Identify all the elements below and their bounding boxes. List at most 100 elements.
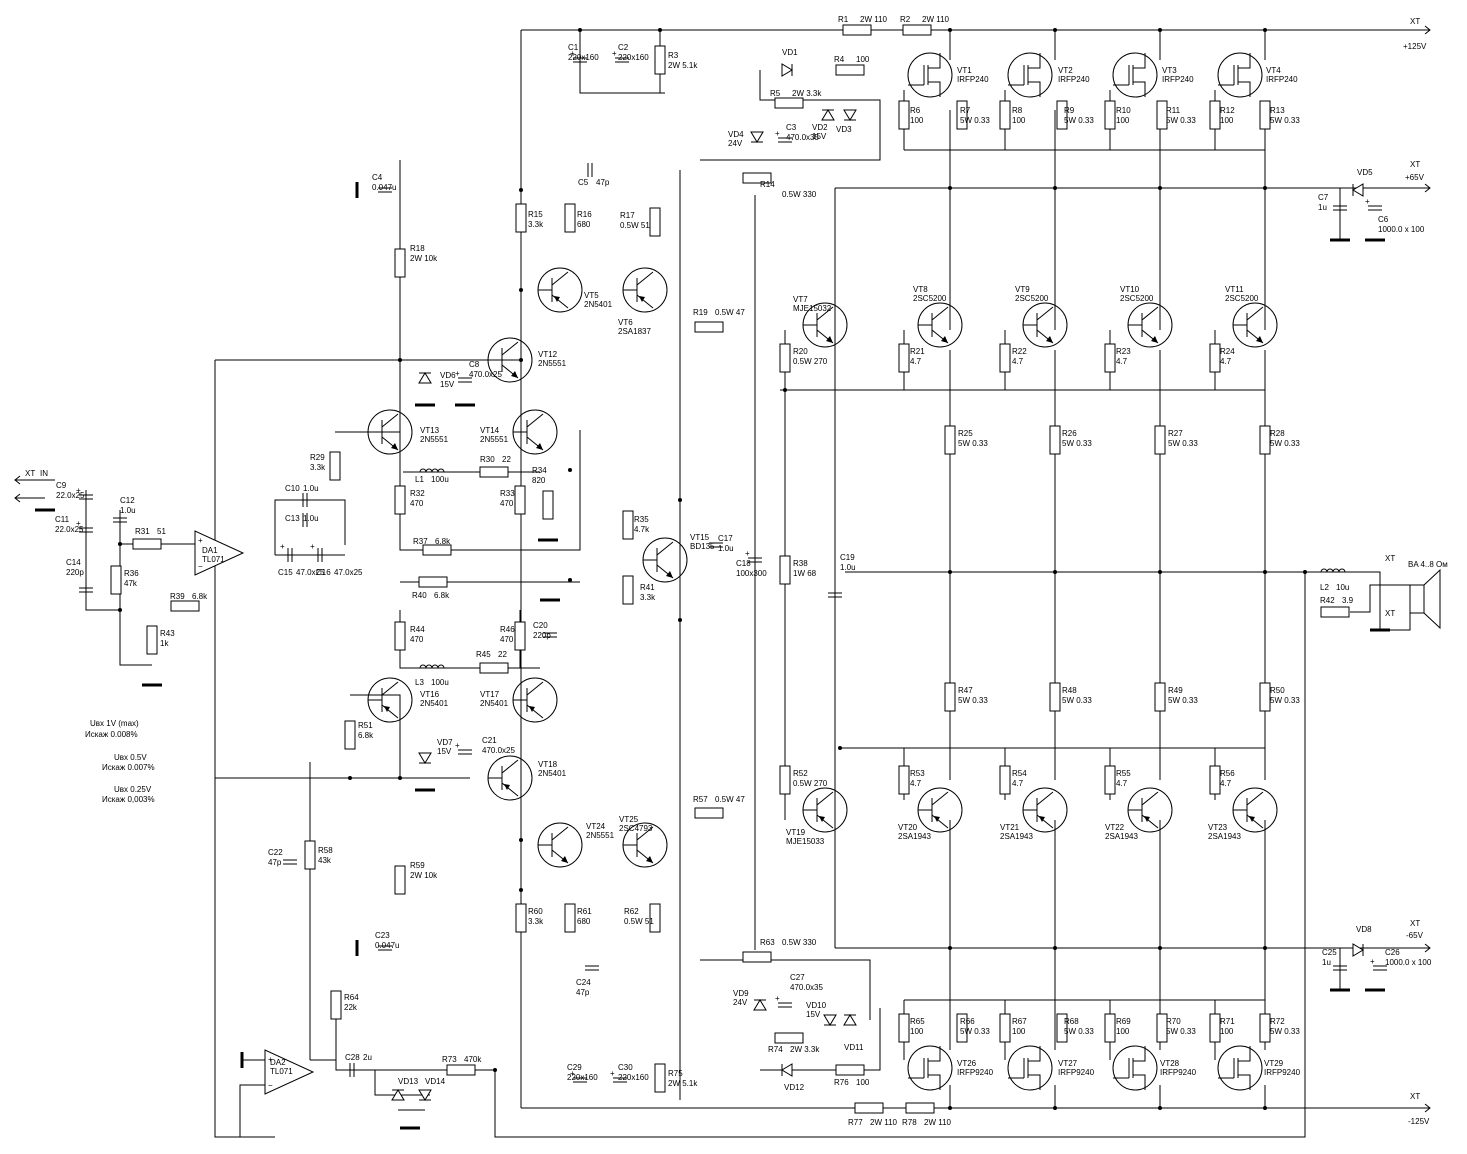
ref-label: C30 xyxy=(618,1063,633,1072)
diode-vd3 xyxy=(843,109,857,121)
svg-text:−: − xyxy=(268,1081,273,1090)
capacitor-c13 xyxy=(302,513,308,527)
opamp-da2: +− xyxy=(264,1049,315,1095)
value-label: 3.3k xyxy=(528,917,544,926)
ref-label: R63 xyxy=(760,938,775,947)
resistor-r68 xyxy=(1056,1013,1068,1043)
ref-label: R17 xyxy=(620,211,635,220)
diode-vd11 xyxy=(843,1014,857,1026)
rail-tag-m65: XT xyxy=(1410,919,1420,928)
components: +++++++−++++++++++− xyxy=(35,24,1441,1130)
resistor-r29 xyxy=(329,451,341,481)
wire xyxy=(214,360,275,1138)
capacitor-c17 xyxy=(709,542,723,548)
speaker-label: BA 4..8 Ом xyxy=(1408,560,1448,569)
junction-dot xyxy=(118,542,122,546)
value-label: 3.3k xyxy=(640,593,656,602)
ref-label: VT1 xyxy=(957,66,972,75)
value-label: 51 xyxy=(157,527,166,536)
wire xyxy=(399,430,581,551)
transistor-vt4 xyxy=(1217,52,1263,98)
ref-label: R64 xyxy=(344,993,359,1002)
rail-label-p125: +125V xyxy=(1403,42,1427,51)
ref-label: C13 xyxy=(285,514,300,523)
ref-label: R8 xyxy=(1012,106,1023,115)
ref-label: VT4 xyxy=(1266,66,1281,75)
transistor-vt24 xyxy=(537,822,583,868)
ref-label: R38 xyxy=(793,559,808,568)
value-label: 0.5W 47 xyxy=(715,308,745,317)
resistor-r9 xyxy=(1056,100,1068,130)
ref-label: VT15 xyxy=(690,533,710,542)
value-label: 6.8k xyxy=(435,537,451,546)
resistor-r56 xyxy=(1209,765,1221,795)
value-label: 100 xyxy=(1116,116,1130,125)
value-label: 2SC4793 xyxy=(619,824,653,833)
value-label: 2SA1943 xyxy=(898,832,931,841)
value-label: 470 xyxy=(500,499,514,508)
capacitor-c20 xyxy=(543,632,557,638)
ref-label: R39 xyxy=(170,592,185,601)
ref-label: R35 xyxy=(634,515,649,524)
ref-label: DA1 xyxy=(202,546,218,555)
svg-text:+: + xyxy=(198,536,203,545)
diode-vd5 xyxy=(1352,183,1364,197)
ref-label: C27 xyxy=(790,973,805,982)
value-label: 1000.0 x 100 xyxy=(1378,225,1425,234)
value-label: 2N5401 xyxy=(480,699,509,708)
resistor-r47 xyxy=(944,682,956,712)
value-label: 4.7 xyxy=(910,779,922,788)
capacitor-c22 xyxy=(283,859,297,865)
junction-dot xyxy=(1263,946,1267,950)
resistor-r11 xyxy=(1156,100,1168,130)
junction-dot xyxy=(783,388,787,392)
ref-label: R10 xyxy=(1116,106,1131,115)
ref-label: C4 xyxy=(372,173,383,182)
capacitor-c16: + xyxy=(310,542,323,562)
svg-text:+: + xyxy=(1365,197,1370,206)
svg-text:−: − xyxy=(198,562,203,571)
value-label: 1W 68 xyxy=(793,569,817,578)
value-label: 220p xyxy=(533,631,551,640)
capacitor-c27: + xyxy=(775,994,792,1008)
value-label: 220p xyxy=(66,568,84,577)
resistor-r46 xyxy=(514,621,526,651)
ref-label: C15 xyxy=(278,568,293,577)
value-label: 100u xyxy=(431,678,449,687)
input-label: IN xyxy=(40,469,48,478)
resistor-r22 xyxy=(999,343,1011,373)
svg-text:+: + xyxy=(612,49,617,58)
resistor-r5 xyxy=(774,97,804,109)
value-label: 5W 0.33 xyxy=(1270,1027,1300,1036)
transistor-vt20 xyxy=(917,787,963,833)
resistor-r45 xyxy=(479,662,509,674)
value-label: 15V xyxy=(812,132,827,141)
junction-dot xyxy=(568,578,572,582)
value-label: 2W 5.1k xyxy=(668,1079,698,1088)
value-label: 2W 110 xyxy=(924,1118,952,1127)
ref-label: R75 xyxy=(668,1069,683,1078)
value-label: IRFP9240 xyxy=(957,1068,994,1077)
ref-label: R3 xyxy=(668,51,679,60)
rail-tag-p65: XT xyxy=(1410,160,1420,169)
value-label: 2SC5200 xyxy=(913,294,947,303)
value-label: 2SA1943 xyxy=(1208,832,1241,841)
ref-label: VT6 xyxy=(618,318,633,327)
ref-label: R74 xyxy=(768,1045,783,1054)
resistor-r59 xyxy=(394,865,406,895)
ref-label: R47 xyxy=(958,686,973,695)
capacitor-c24 xyxy=(585,965,599,971)
ref-label: VD4 xyxy=(728,130,744,139)
junction-dot xyxy=(948,946,952,950)
ref-label: VT12 xyxy=(538,350,558,359)
junction-dot xyxy=(1158,28,1162,32)
value-label: 0.5W 330 xyxy=(782,938,817,947)
value-label: 2N5401 xyxy=(584,300,613,309)
ref-label: R20 xyxy=(793,347,808,356)
resistor-r73 xyxy=(446,1064,476,1076)
value-label: 3.3k xyxy=(310,463,326,472)
ref-label: VD9 xyxy=(733,989,749,998)
ref-label: C9 xyxy=(56,481,67,490)
rail-label-p65: +65V xyxy=(1405,173,1425,182)
value-label: 1.0u xyxy=(120,506,136,515)
